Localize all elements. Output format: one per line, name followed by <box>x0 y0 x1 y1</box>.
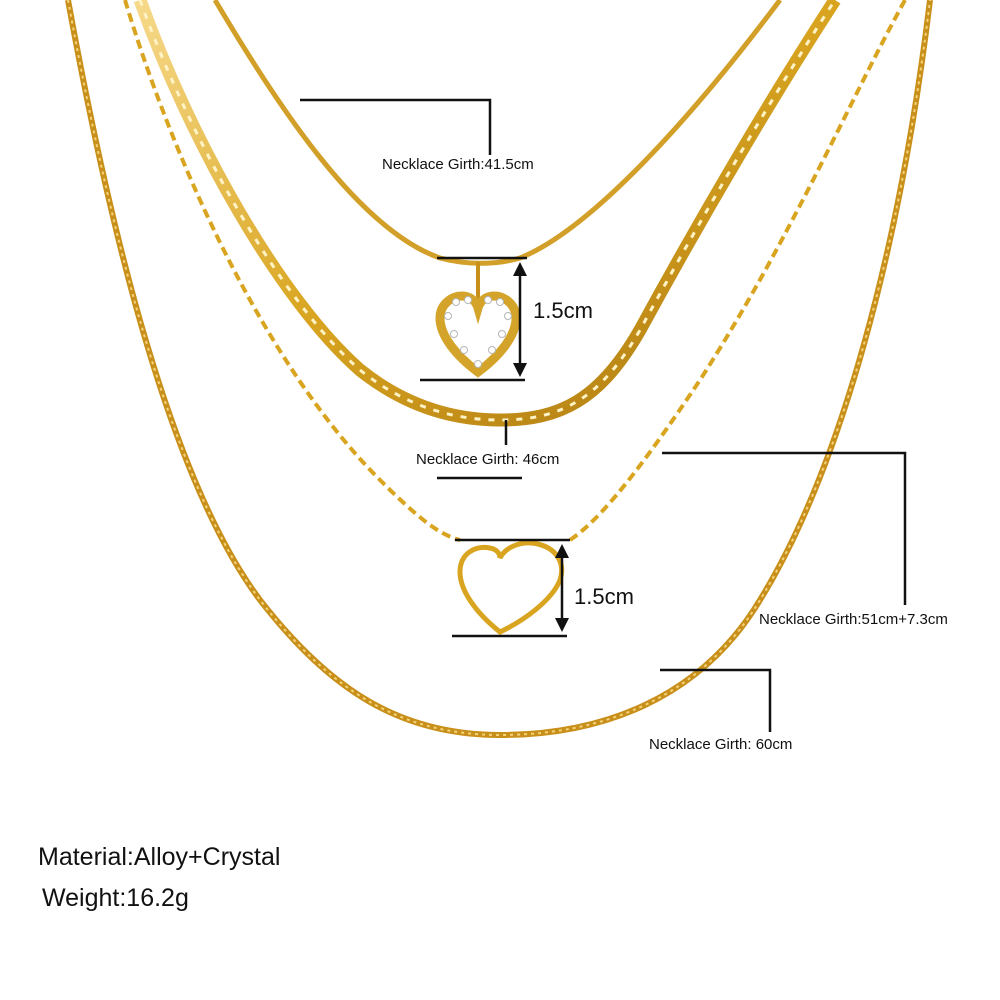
material-spec: Material:Alloy+Crystal <box>38 843 281 871</box>
arrowhead-2-down <box>555 618 569 632</box>
leader-line-girth-1 <box>300 98 492 155</box>
arrowhead-1-up <box>513 262 527 276</box>
leader-line-girth-4 <box>660 668 772 732</box>
pendant-1-size-label: 1.5cm <box>533 298 593 323</box>
leader-line-girth-3 <box>662 451 907 605</box>
weight-spec: Weight:16.2g <box>42 884 189 912</box>
girth-label-4: Necklace Girth: 60cm <box>649 736 793 753</box>
pendant-2-size-label: 1.5cm <box>574 584 634 609</box>
open-heart-pendant <box>457 540 564 635</box>
chain-46cm <box>133 0 841 427</box>
girth-label-3: Necklace Girth:51cm+7.3cm <box>759 611 948 628</box>
arrowhead-1-down <box>513 363 527 377</box>
chain-60cm-highlight <box>67 0 931 737</box>
girth-label-2: Necklace Girth: 46cm <box>416 451 560 468</box>
arrowhead-2-up <box>555 544 569 558</box>
chain-41-5cm <box>212 0 782 266</box>
girth-label-1: Necklace Girth:41.5cm <box>382 156 534 173</box>
chain-51cm <box>123 0 907 542</box>
crystal-heart-pendant <box>435 262 521 378</box>
